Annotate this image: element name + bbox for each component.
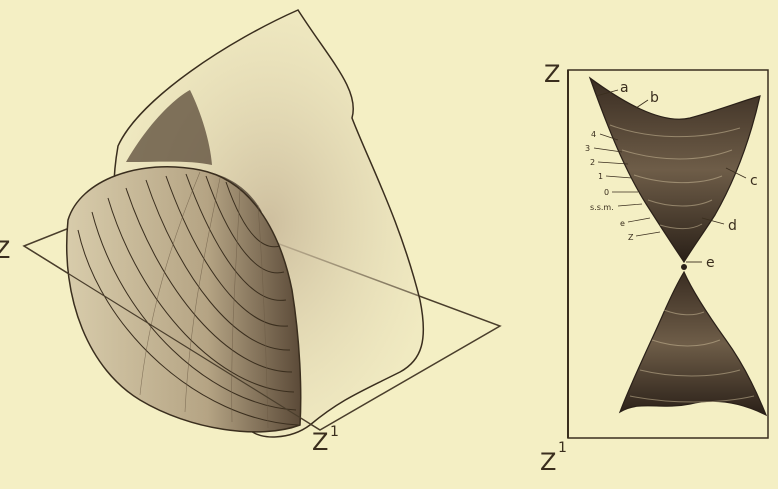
pointer-label-b: b	[650, 90, 659, 106]
right-axis-top-label: Z	[544, 60, 560, 88]
right-axis-bottom-superscript: 1	[558, 440, 567, 456]
growth-label-1: 1	[598, 172, 603, 181]
left-axis-bottom-label: Z	[312, 428, 328, 456]
pointer-label-a: a	[620, 80, 629, 96]
growth-label-e: e	[620, 219, 625, 228]
left-axis-top-label: Z	[0, 236, 10, 264]
section-upper-half	[590, 78, 760, 262]
right-axis-bottom-label: Z	[540, 448, 556, 476]
shell-drawing: Z Z 1	[0, 10, 500, 456]
section-lower-half	[620, 272, 766, 415]
growth-label-ssm: s.s.m.	[590, 203, 614, 212]
section-hinge-point	[681, 264, 687, 270]
growth-label-3: 3	[585, 144, 590, 153]
growth-label-4: 4	[591, 130, 596, 139]
growth-label-z: Z	[628, 233, 634, 242]
growth-label-2: 2	[590, 158, 595, 167]
pointer-label-c: c	[750, 173, 758, 189]
pointer-label-d: d	[728, 218, 737, 234]
growth-label-0: 0	[604, 188, 609, 197]
left-axis-bottom-superscript: 1	[330, 424, 339, 440]
section-drawing: 4 3 2 1 0 s.s.m. e Z a b c d e Z Z 1	[540, 60, 768, 476]
pointer-label-e: e	[706, 255, 715, 271]
